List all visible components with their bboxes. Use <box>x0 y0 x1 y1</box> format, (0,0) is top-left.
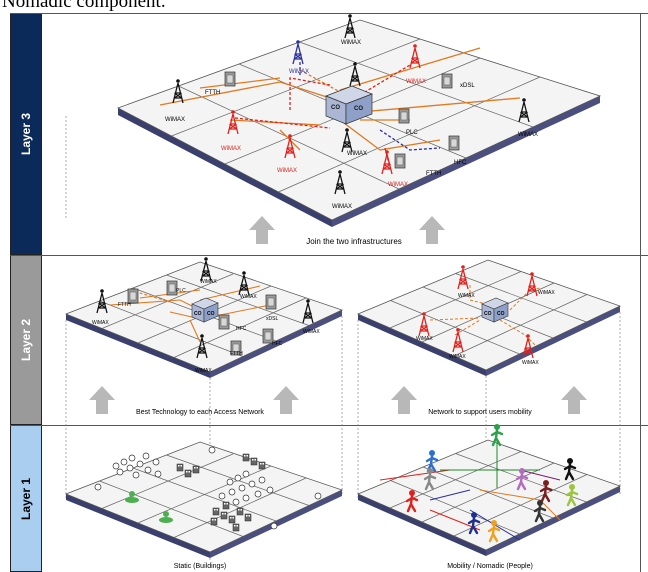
label-wimax: WiMAX <box>165 117 185 123</box>
label-wimax: WiMAX <box>195 368 212 374</box>
building-icon <box>243 454 249 461</box>
arrow-up-icon <box>249 216 275 244</box>
label-wimax: WiMAX <box>289 69 309 75</box>
static-label: Static (Buildings) <box>174 563 227 570</box>
label-ftth: FTTH <box>230 351 243 357</box>
label-hfc: HFC <box>272 341 283 347</box>
building-icon <box>177 464 183 471</box>
layer3-grid <box>118 20 600 227</box>
cabinet-icon <box>442 74 452 88</box>
building-icon <box>233 524 239 531</box>
building-icon <box>259 462 265 469</box>
best-text: Best Technology to each Access Network <box>136 409 264 416</box>
label-xdsl: xDSL <box>460 83 475 89</box>
label-plc: PLC <box>176 288 186 294</box>
label-wimax: WiMAX <box>522 360 539 366</box>
label-wimax: WiMAX <box>518 132 538 138</box>
label-wimax: WiMAX <box>303 329 320 335</box>
label-ftth: FTTH <box>426 171 441 177</box>
label-wimax: WiMAX <box>458 293 475 299</box>
person-icon <box>492 425 502 446</box>
label-hfc: HFC <box>454 160 467 166</box>
label-wimax: WiMAX <box>221 146 241 152</box>
cabinet-icon <box>395 154 405 168</box>
label-wimax: WiMAX <box>538 290 555 296</box>
building-icon <box>221 512 227 519</box>
cabinet-icon <box>219 315 229 329</box>
label-wimax: WiMAX <box>332 204 352 210</box>
building-icon <box>211 518 217 525</box>
label-ftth: FTTH <box>118 302 131 308</box>
label-hfc: HFC <box>236 326 247 332</box>
svg-text:CO: CO <box>207 311 215 317</box>
cabinet-icon <box>225 72 235 86</box>
label-wimax: WiMAX <box>200 279 217 285</box>
cabinet-icon <box>399 109 409 123</box>
svg-text:CO: CO <box>354 106 363 112</box>
layer1-right-grid <box>358 440 620 556</box>
building-icon <box>185 470 191 477</box>
label-wimax: WiMAX <box>388 182 408 188</box>
label-wimax: WiMAX <box>92 320 109 326</box>
building-icon <box>229 516 235 523</box>
label-wimax: WiMAX <box>277 168 297 174</box>
building-icon <box>237 508 243 515</box>
svg-text:CO: CO <box>331 105 340 111</box>
cabinet-icon <box>266 295 276 309</box>
layer1-left-grid <box>66 442 342 558</box>
cabinet-icon <box>128 289 138 303</box>
arrow-up-icon <box>89 386 115 414</box>
building-icon <box>245 514 251 521</box>
building-icon <box>251 458 257 465</box>
join-text: Join the two infrastructures <box>306 237 402 246</box>
building-icon <box>223 502 229 509</box>
cabinet-icon <box>449 136 459 150</box>
svg-text:CO: CO <box>194 311 202 317</box>
arrow-up-icon <box>273 386 299 414</box>
label-wimax: WiMAX <box>347 151 367 157</box>
mobility-label: Mobility / Nomadic (People) <box>447 563 533 570</box>
label-xdsl: xDSL <box>266 316 278 322</box>
label-wimax: WiMAX <box>406 79 426 85</box>
label-wimax: WiMAX <box>449 354 466 360</box>
label-wimax: WiMAX <box>240 294 257 300</box>
arrow-up-icon <box>391 386 417 414</box>
label-wimax: WiMAX <box>416 336 433 342</box>
arrow-up-icon <box>419 216 445 244</box>
svg-text:CO: CO <box>484 311 492 317</box>
label-plc: PLC <box>406 130 418 136</box>
mobility-text: Network to support users mobility <box>428 409 532 416</box>
building-icon <box>213 508 219 515</box>
arrow-up-icon <box>561 386 587 414</box>
building-icon <box>193 466 199 473</box>
label-wimax: WiMAX <box>341 40 361 46</box>
label-ftth: FTTH <box>205 90 220 96</box>
svg-text:CO: CO <box>497 311 505 317</box>
